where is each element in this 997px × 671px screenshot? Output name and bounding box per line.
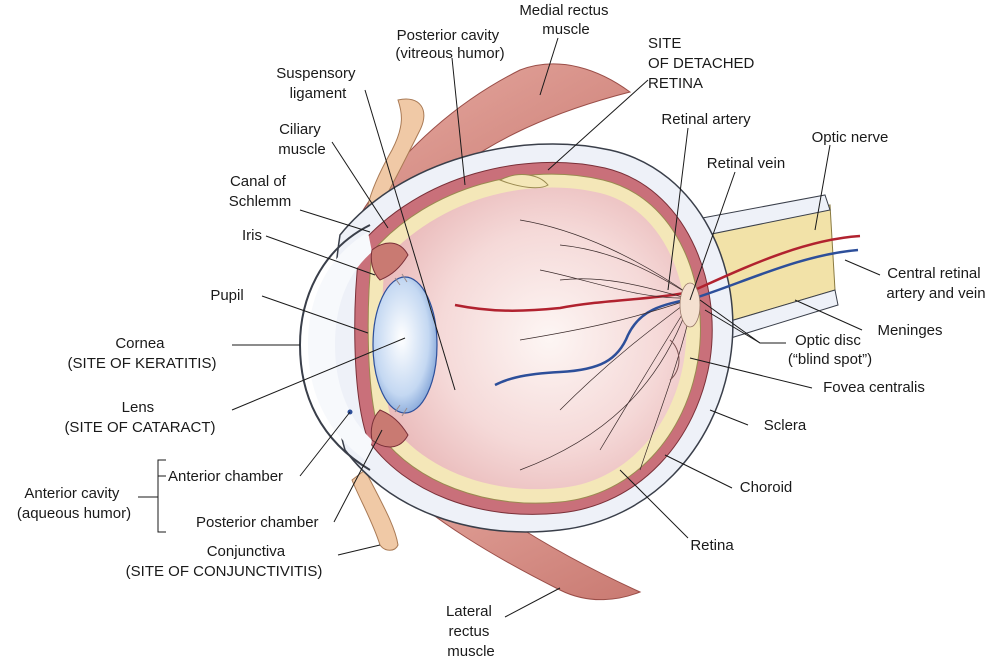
label-sclera: Sclera bbox=[764, 417, 807, 434]
iris-lower bbox=[370, 409, 409, 448]
label-iris: Iris bbox=[242, 227, 262, 244]
label-retina: Retina bbox=[690, 537, 734, 554]
label-optic-disc: Optic disc (“blind spot”) bbox=[788, 332, 872, 368]
retinal-artery-vessel bbox=[454, 234, 861, 312]
vitreous-humor bbox=[381, 187, 687, 490]
label-retinal-artery: Retinal artery bbox=[661, 111, 751, 128]
suspensory-ligament bbox=[394, 273, 408, 417]
label-cornea: Cornea (SITE OF KERATITIS) bbox=[68, 335, 217, 372]
label-ciliary-muscle: Ciliary muscle bbox=[278, 121, 326, 158]
label-detached-retina: SITE OF DETACHED RETINA bbox=[648, 35, 759, 92]
detached-retina-flap bbox=[498, 174, 549, 189]
label-lateral-rectus: Lateral rectus muscle bbox=[446, 603, 496, 660]
retinal-vein-vessel bbox=[494, 248, 859, 387]
label-anterior-cavity: Anterior cavity (aqueous humor) bbox=[17, 485, 131, 522]
label-posterior-chamber: Posterior chamber bbox=[196, 514, 319, 531]
label-canal-of-schlemm: Canal of Schlemm bbox=[229, 173, 292, 210]
anterior-chamber bbox=[308, 232, 372, 462]
label-fovea-centralis: Fovea centralis bbox=[823, 379, 925, 396]
lens bbox=[372, 276, 438, 414]
leader-lines bbox=[138, 37, 881, 618]
label-optic-nerve: Optic nerve bbox=[812, 129, 889, 146]
label-choroid: Choroid bbox=[740, 479, 793, 496]
optic-disc bbox=[679, 282, 701, 328]
label-pupil: Pupil bbox=[210, 287, 243, 304]
label-medial-rectus: Medial rectus muscle bbox=[519, 2, 612, 38]
label-suspensory-ligament: Suspensory ligament bbox=[276, 65, 359, 102]
label-posterior-cavity: Posterior cavity (vitreous humor) bbox=[395, 27, 504, 62]
fovea-centralis bbox=[669, 339, 680, 381]
label-central-retinal: Central retinal artery and vein bbox=[886, 265, 985, 302]
lower-eyelid-tissue bbox=[351, 469, 399, 551]
label-lens: Lens (SITE OF CATARACT) bbox=[64, 399, 215, 436]
label-retinal-vein: Retinal vein bbox=[707, 155, 785, 172]
label-anterior-chamber: Anterior chamber bbox=[168, 468, 283, 485]
label-conjunctiva: Conjunctiva (SITE OF CONJUNCTIVITIS) bbox=[126, 543, 323, 580]
iris-upper bbox=[370, 242, 409, 281]
label-meninges: Meninges bbox=[877, 322, 942, 339]
